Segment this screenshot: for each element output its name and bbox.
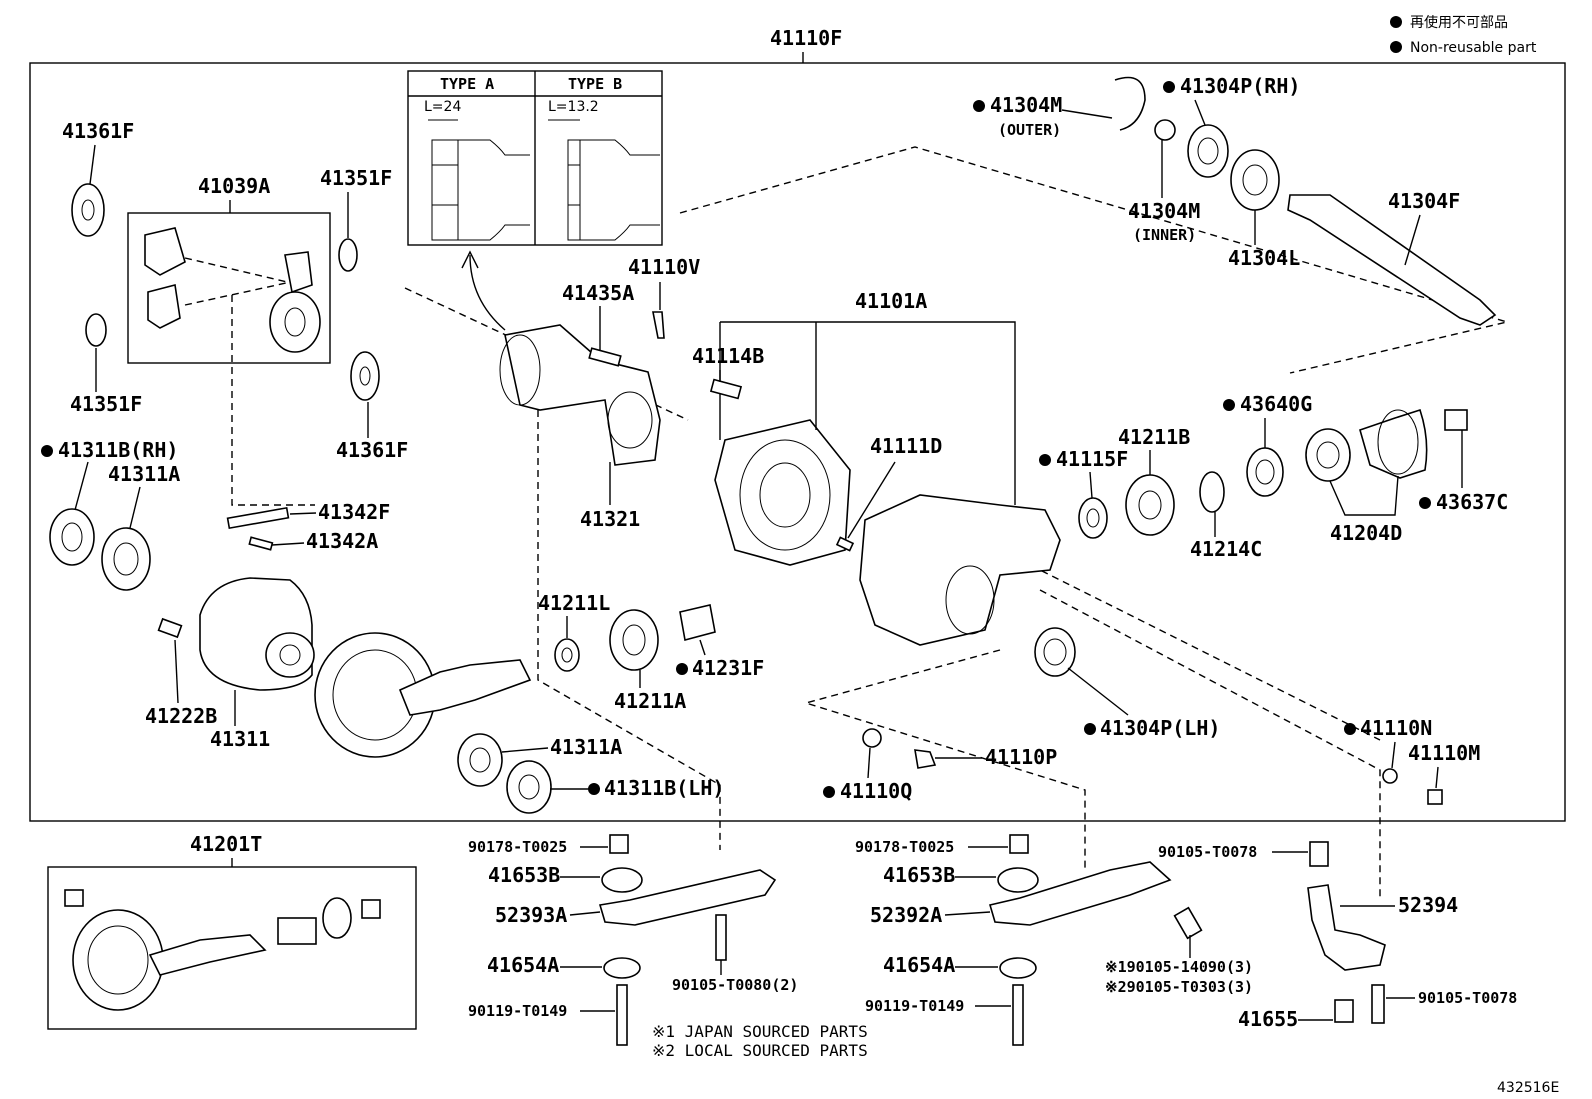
part-41321-extension xyxy=(504,324,661,466)
part-41304F-shaft xyxy=(1287,194,1497,326)
document-id: 432516E xyxy=(1497,1080,1559,1096)
type-inset: TYPE A TYPE B L=24 L=13.2 xyxy=(407,70,663,246)
label-41110M: 41110M xyxy=(1408,741,1480,765)
diff-pinion-kit-box xyxy=(127,212,331,364)
label-41655: 41655 xyxy=(1238,1007,1298,1031)
label-41342A: 41342A xyxy=(306,529,378,553)
label-41114B: 41114B xyxy=(692,344,764,368)
label-43637C: 43637C xyxy=(1436,490,1508,514)
note-local-sourced: ※2 LOCAL SOURCED PARTS xyxy=(652,1041,868,1060)
part-41101A-housing xyxy=(859,494,1061,646)
part-52394-arm xyxy=(1307,884,1386,971)
label-41211A: 41211A xyxy=(614,689,686,713)
label-52393A: 52393A xyxy=(495,903,567,927)
label-41110V: 41110V xyxy=(628,255,700,279)
label-41361F: 41361F xyxy=(336,438,408,462)
label-41304P-RH: 41304P(RH) xyxy=(1180,74,1300,98)
label-41304L: 41304L xyxy=(1228,246,1300,270)
label-41304M-outer: 41304M xyxy=(990,93,1062,117)
label-41654A: 41654A xyxy=(883,953,955,977)
label-41361F: 41361F xyxy=(62,119,134,143)
label-41110F: 41110F xyxy=(770,26,842,50)
label-41211B: 41211B xyxy=(1118,425,1190,449)
label-90178-T0025: 90178-T0025 xyxy=(468,838,567,856)
label-41211L: 41211L xyxy=(538,591,610,615)
label-41311A: 41311A xyxy=(550,735,622,759)
label-41101A: 41101A xyxy=(855,289,927,313)
type-b-label: TYPE B xyxy=(568,75,622,93)
non-reusable-bullet-icon xyxy=(1390,41,1402,53)
label-90119-T0149: 90119-T0149 xyxy=(468,1002,567,1020)
label-90119-T0149: 90119-T0149 xyxy=(865,997,964,1015)
label-41110Q: 41110Q xyxy=(840,779,912,803)
part-52393A-arm xyxy=(598,869,777,926)
label-41653B: 41653B xyxy=(488,863,560,887)
part-52392A-arm xyxy=(988,861,1172,926)
label-41231F: 41231F xyxy=(692,656,764,680)
label-41304F: 41304F xyxy=(1388,189,1460,213)
part-41361F-shim xyxy=(71,183,105,237)
label-41311B-LH: 41311B(LH) xyxy=(604,776,724,800)
length-a-label: L=24 xyxy=(424,99,461,115)
label-43640G: 43640G xyxy=(1240,392,1312,416)
label-190105-14090: ※190105-14090(3) xyxy=(1105,958,1253,976)
length-b-label: L=13.2 xyxy=(548,99,599,115)
label-41342F: 41342F xyxy=(318,500,390,524)
label-41111D: 41111D xyxy=(870,434,942,458)
part-41304M-outer-snapring xyxy=(1114,76,1146,131)
part-41204D-flange xyxy=(1359,408,1428,479)
label-41039A: 41039A xyxy=(198,174,270,198)
legend-en: Non-reusable part xyxy=(1410,40,1537,56)
label-41653B: 41653B xyxy=(883,863,955,887)
non-reusable-bullet-icon xyxy=(1390,16,1402,28)
label-41204D: 41204D xyxy=(1330,521,1402,545)
label-41654A: 41654A xyxy=(487,953,559,977)
label-41435A: 41435A xyxy=(562,281,634,305)
label-41110P: 41110P xyxy=(985,745,1057,769)
note-japan-sourced: ※1 JAPAN SOURCED PARTS xyxy=(652,1022,868,1041)
label-41304M-inner: 41304M xyxy=(1128,199,1200,223)
label-41201T: 41201T xyxy=(190,832,262,856)
label-inner: (INNER) xyxy=(1133,226,1196,244)
label-41214C: 41214C xyxy=(1190,537,1262,561)
label-52394: 52394 xyxy=(1398,893,1458,917)
label-41351F: 41351F xyxy=(70,392,142,416)
label-41115F: 41115F xyxy=(1056,447,1128,471)
label-outer: (OUTER) xyxy=(998,121,1061,139)
label-90178-T0025: 90178-T0025 xyxy=(855,838,954,856)
label-90105-T0078: 90105-T0078 xyxy=(1418,989,1517,1007)
label-41311A: 41311A xyxy=(108,462,180,486)
legend-jp: 再使用不可部品 xyxy=(1410,14,1508,31)
label-41311: 41311 xyxy=(210,727,270,751)
label-41222B: 41222B xyxy=(145,704,217,728)
label-52392A: 52392A xyxy=(870,903,942,927)
label-41311B-RH: 41311B(RH) xyxy=(58,438,178,462)
part-drive-pinion xyxy=(398,659,532,716)
type-a-label: TYPE A xyxy=(440,75,494,93)
label-90105-T0080: 90105-T0080(2) xyxy=(672,976,798,994)
label-41304P-LH: 41304P(LH) xyxy=(1100,716,1220,740)
label-41321: 41321 xyxy=(580,507,640,531)
label-41110N: 41110N xyxy=(1360,716,1432,740)
label-90105-T0078: 90105-T0078 xyxy=(1158,843,1257,861)
main-assembly-frame xyxy=(29,62,1566,822)
label-41351F: 41351F xyxy=(320,166,392,190)
label-290105-T0303: ※290105-T0303(3) xyxy=(1105,978,1253,996)
